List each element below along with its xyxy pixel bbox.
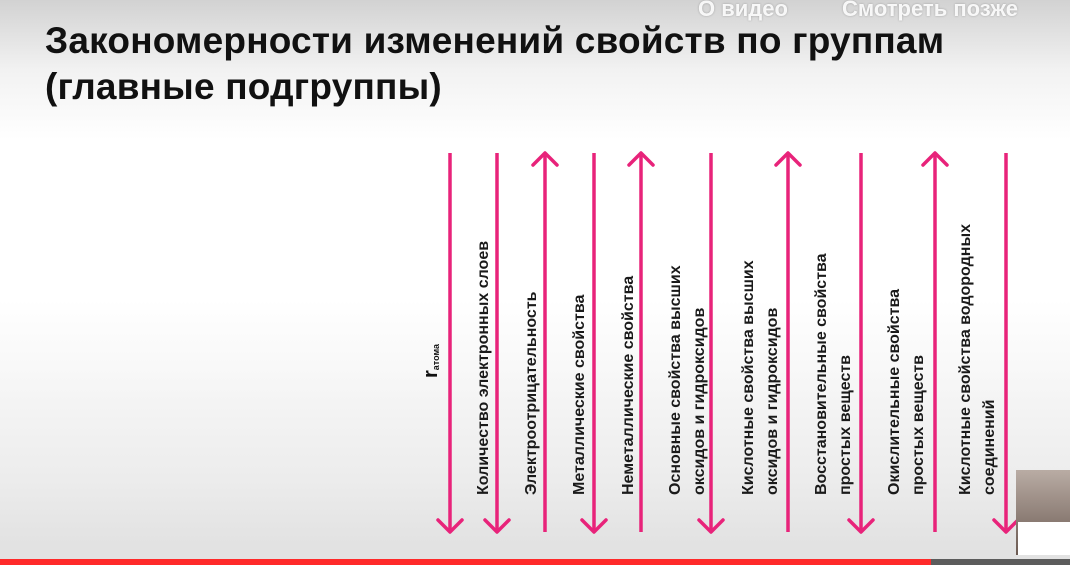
arrow-head — [992, 518, 1020, 534]
arrow-up — [774, 151, 802, 532]
arrow-up — [921, 151, 949, 532]
atomic-radius-label: rатома — [420, 318, 443, 378]
arrow-down — [697, 153, 725, 534]
label-metallic: Металлические свойства — [571, 294, 588, 495]
label-electronegativity: Электроотрицательность — [523, 291, 540, 495]
label-nonmetallic: Неметаллические свойства — [620, 275, 637, 495]
radius-symbol: r — [420, 370, 442, 378]
arrow-head — [531, 151, 559, 167]
arrow-up — [627, 151, 655, 532]
label-oxidizing: Окислительные свойства простых веществ — [886, 289, 927, 495]
label-electron-layers: Количество электронных слоев — [475, 240, 492, 495]
arrow-head — [847, 518, 875, 534]
slide-title: Закономерности изменений свойств по груп… — [45, 18, 944, 110]
arrow-head — [627, 151, 655, 167]
video-progress-fill — [0, 559, 931, 565]
arrow-head — [483, 518, 511, 534]
arrow-down — [483, 153, 511, 534]
video-progress-bar[interactable] — [0, 559, 1070, 565]
arrow-down — [436, 153, 464, 534]
label-acidic-oxides: Кислотные свойства высших оксидов и гидр… — [740, 260, 781, 495]
arrow-head — [697, 518, 725, 534]
title-line-2: (главные подгруппы) — [45, 66, 442, 107]
arrow-head — [436, 518, 464, 534]
label-reducing: Восстановительные свойства простых вещес… — [813, 253, 854, 495]
arrow-up — [531, 151, 559, 532]
label-basic-oxides: Основные свойства высших оксидов и гидро… — [667, 265, 708, 495]
arrow-head — [921, 151, 949, 167]
arrow-down — [992, 153, 1020, 534]
arrow-down — [580, 153, 608, 534]
title-line-1: Закономерности изменений свойств по груп… — [45, 20, 945, 61]
about-video-button[interactable]: О видео — [698, 0, 788, 21]
radius-subscript: атома — [431, 343, 441, 371]
arrow-down — [847, 153, 875, 534]
label-hydrogen-acidity: Кислотные свойства водородных соединений — [957, 223, 998, 495]
presenter-video-mask — [1018, 522, 1070, 555]
arrow-head — [580, 518, 608, 534]
arrow-head — [774, 151, 802, 167]
watch-later-button[interactable]: Смотреть позже — [842, 0, 1018, 21]
